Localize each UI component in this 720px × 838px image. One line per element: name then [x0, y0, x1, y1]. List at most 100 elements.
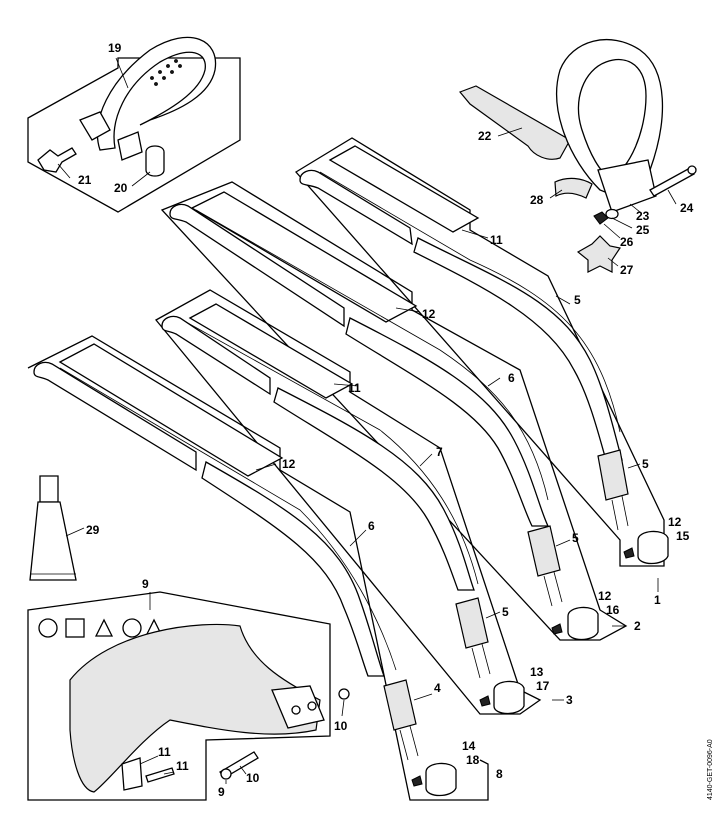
leader-6-mid: [487, 377, 501, 387]
coupling-5-top: [597, 449, 629, 501]
callout-9-lower: 11: [348, 381, 361, 395]
leader-25: [611, 217, 633, 229]
shaft-8-upper: [161, 315, 271, 396]
decal-10-lower: [58, 343, 284, 477]
grease-tube-29: [29, 475, 85, 581]
screw-12-4: [411, 775, 423, 787]
callout-13: 9: [142, 577, 149, 591]
leader-10-lower: [255, 463, 277, 471]
grip-dot: [154, 82, 158, 86]
callout-10-upper: 12: [422, 307, 436, 321]
kit-2-group: [160, 181, 628, 641]
leader-8: [419, 453, 433, 467]
coupling-5-4-stem: [399, 725, 419, 761]
screw-14-head: [220, 768, 232, 780]
clamp-11-top: [637, 530, 669, 565]
shaft-6-lower: [345, 317, 550, 527]
kit-1-frame: [294, 137, 665, 567]
document-code: 4140-GET-0096-A0: [707, 739, 714, 800]
tube-cap: [39, 475, 59, 503]
deflector-kit-group: [27, 591, 350, 801]
star-knob-27: [576, 235, 621, 273]
wing-screw-21: [37, 147, 77, 173]
leader-28: [549, 189, 563, 199]
callout-6-top: 5: [574, 293, 581, 307]
coupling-5-3: [455, 597, 489, 649]
sleeve-28: [554, 177, 593, 199]
callout-22: 22: [478, 129, 492, 143]
warning-symbols-row: [38, 618, 164, 638]
callout-16: 10: [334, 719, 348, 733]
callout-15: 10: [246, 771, 260, 785]
shaft-7-lower: [201, 461, 385, 677]
callout-11-2: 16: [606, 603, 620, 617]
mount-hole: [307, 701, 317, 711]
grip-dot: [178, 64, 182, 68]
leader-16: [341, 699, 345, 717]
leader-19: [115, 57, 129, 89]
callout-11-top: 15: [676, 529, 690, 543]
loop-handle-kit-group: [27, 36, 241, 213]
callout-27: 27: [620, 263, 634, 277]
callout-14: 9: [218, 785, 225, 799]
leader-5-3: [485, 611, 501, 619]
leader-17: [139, 755, 159, 765]
leader-23: [629, 203, 641, 213]
coupling-5-top-stem: [611, 495, 629, 531]
leader-5-top: [627, 463, 641, 469]
screw-12-2: [551, 623, 563, 635]
callout-20: 20: [114, 181, 128, 195]
symbol-circle-icon: [122, 618, 142, 638]
kit-1-group: [294, 137, 669, 592]
callout-29: 29: [86, 523, 100, 537]
handle-collar: [117, 131, 143, 161]
leader-9-lower: [333, 383, 359, 387]
kit-3-group: [155, 289, 564, 715]
shaft-7-upper: [33, 361, 197, 472]
symbol-blade-icon: [94, 618, 114, 637]
coupling-5-3-stem: [471, 643, 491, 679]
grip-dot: [170, 70, 174, 74]
drive-cable-top: [319, 171, 621, 433]
decal-10-upper: [190, 191, 418, 323]
grip-dot: [150, 76, 154, 80]
screw-18: [145, 767, 175, 783]
leader-5-2: [555, 539, 571, 547]
decal-9-top: [328, 145, 480, 233]
callout-12-2: 12: [598, 589, 612, 603]
kit-19-frame: [27, 57, 241, 213]
coupling-5-2-stem: [543, 571, 563, 607]
callout-10-lower: 12: [282, 457, 296, 471]
callout-2: 2: [634, 619, 641, 633]
callout-5-2: 5: [572, 531, 579, 545]
callout-21: 21: [78, 173, 92, 187]
callout-labels: 19 20 21 22 23 24 25 26 27 28 11 5 12 11…: [78, 41, 714, 800]
loop-handle-top-right: [458, 38, 697, 273]
grip-dot: [174, 59, 178, 63]
callout-3: 3: [566, 693, 573, 707]
leader-6-top: [555, 295, 571, 305]
decal-9-lower: [188, 303, 354, 399]
clamp-20: [145, 145, 165, 177]
callout-12-3: 13: [530, 665, 544, 679]
leader-15: [239, 765, 247, 775]
tube-body: [29, 501, 77, 581]
callout-7: 6: [368, 519, 375, 533]
shaft-8-lower: [273, 387, 475, 591]
leader-27: [607, 257, 619, 267]
callout-11-4: 18: [466, 753, 480, 767]
callout-8: 7: [436, 445, 443, 459]
callout-28: 28: [530, 193, 544, 207]
shaft-6-upper: [169, 203, 345, 328]
nut-16: [338, 688, 350, 700]
symbol-square-icon: [65, 618, 85, 638]
leader-20: [131, 171, 151, 187]
grip-dot: [162, 76, 166, 80]
shaft-6-top-lower: [413, 237, 623, 461]
callout-5-top: 5: [642, 457, 649, 471]
grip-dot: [158, 70, 162, 74]
kit-4-frame: [27, 335, 489, 801]
leader-21: [57, 163, 71, 179]
shaft-6-top: [299, 169, 413, 246]
